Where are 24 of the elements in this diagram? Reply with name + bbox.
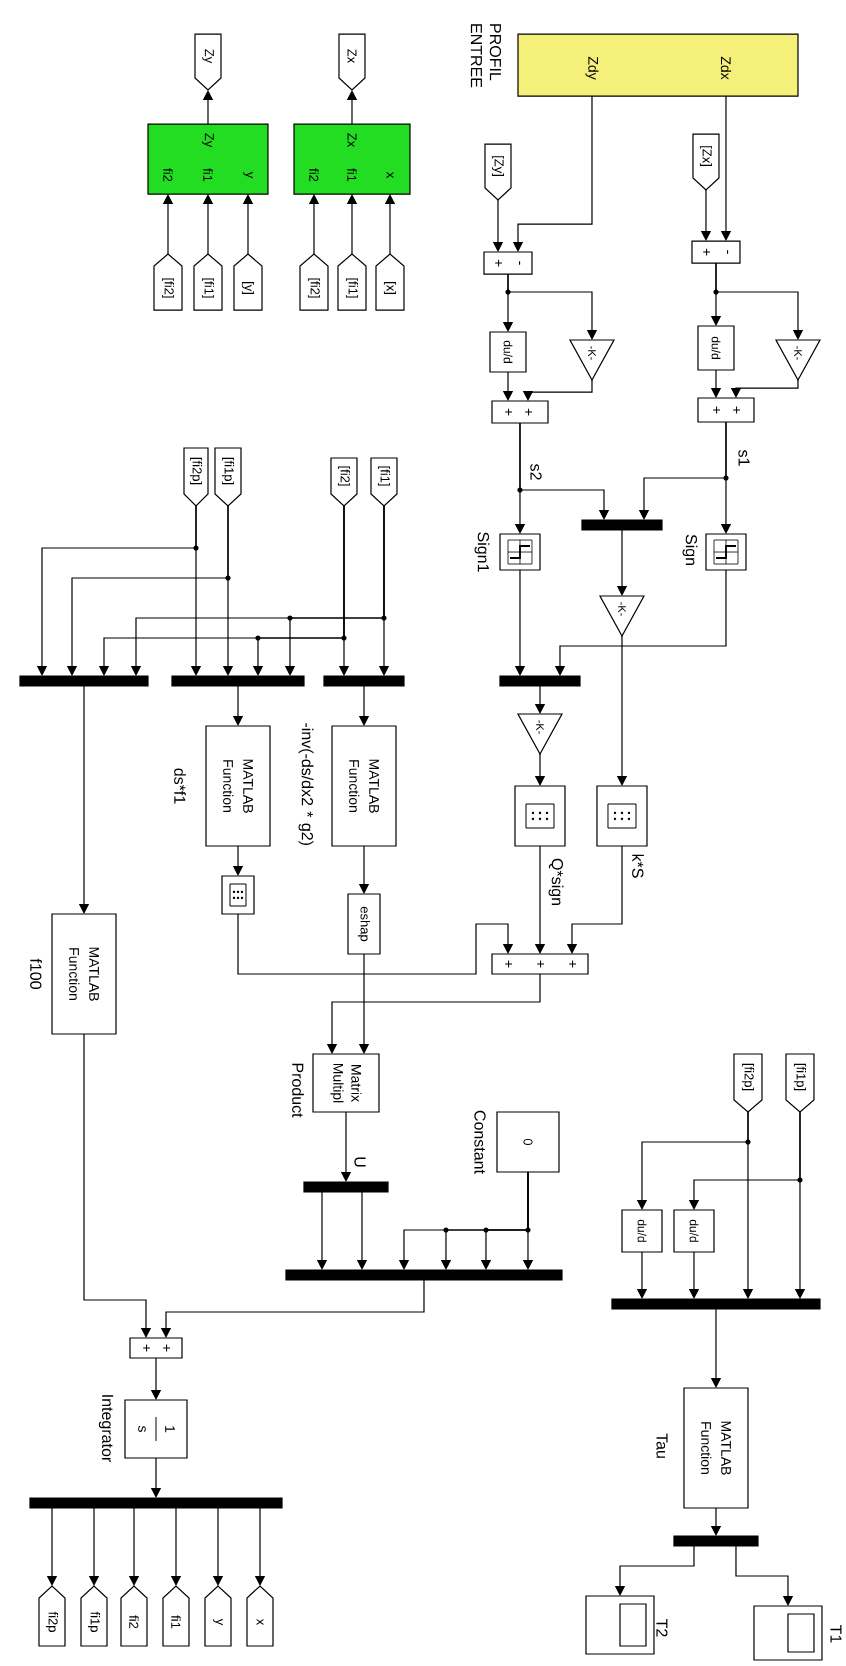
block-label: Sign: [682, 534, 698, 565]
block-label: T1: [830, 1625, 842, 1643]
signal-label: s2: [528, 461, 544, 483]
block-label: Constant: [474, 1110, 486, 1174]
arrow: [507, 273, 598, 340]
block-label: Integrator: [98, 1395, 114, 1462]
block-label: ds*f1: [174, 768, 186, 804]
arrow: [519, 422, 610, 520]
block-label: f100: [30, 958, 42, 989]
signal-label: s1: [736, 448, 752, 469]
block-label: k*S: [632, 854, 644, 878]
block-label: -inv(-ds/dx2 * g2): [298, 723, 314, 845]
function-block: [221, 875, 255, 915]
block-label: Product: [292, 1063, 304, 1118]
signal-label: U: [352, 1154, 368, 1170]
arrow: [735, 1545, 794, 1606]
block-label: Q*sign: [548, 858, 564, 905]
block-label: Tau: [656, 1433, 668, 1458]
block-label: Sign1: [474, 532, 490, 572]
arrow: [237, 913, 514, 975]
block-label: PROFIL ENTREE: [470, 24, 502, 88]
block-label: T2: [656, 1619, 668, 1637]
arrow: [83, 1033, 152, 1338]
arrow: [715, 262, 804, 340]
